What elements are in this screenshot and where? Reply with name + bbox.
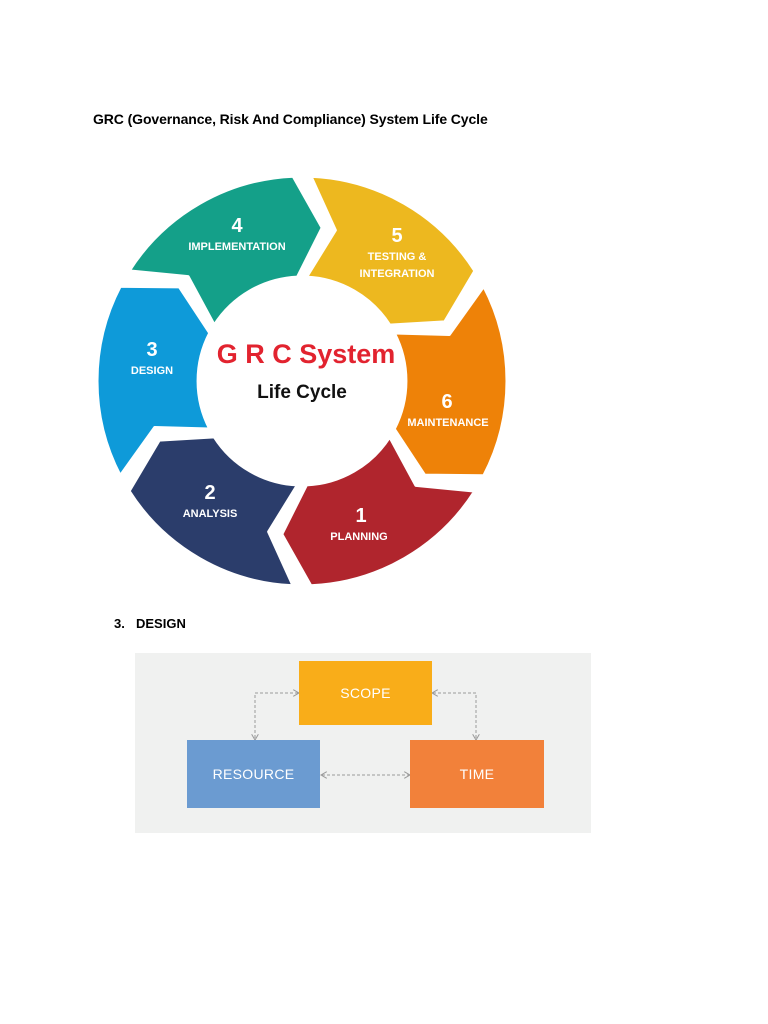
- stage-label-4: IMPLEMENTATION: [188, 241, 285, 253]
- stage-number-2: 2: [204, 482, 215, 504]
- scope-box: SCOPE: [299, 661, 432, 725]
- resource-box: RESOURCE: [187, 740, 320, 808]
- time-label: TIME: [459, 766, 495, 782]
- section-title: DESIGN: [136, 616, 186, 631]
- section-number: 3.: [114, 616, 125, 631]
- stage-number-3: 3: [146, 339, 157, 361]
- stage-number-5: 5: [391, 225, 402, 247]
- stage-number-4: 4: [231, 215, 243, 237]
- stage-label-2: ANALYSIS: [183, 508, 238, 520]
- cycle-center-subtitle: Life Cycle: [257, 382, 347, 403]
- document-title: GRC (Governance, Risk And Compliance) Sy…: [93, 111, 488, 127]
- design-connectors: [135, 653, 591, 833]
- stage-number-6: 6: [441, 391, 452, 413]
- stage-label-3: DESIGN: [131, 365, 173, 377]
- stage-label-5-line-2: INTEGRATION: [360, 268, 435, 280]
- stage-label-5-line-1: TESTING &: [368, 251, 427, 263]
- connector-scope-resource: [255, 693, 298, 739]
- time-box: TIME: [410, 740, 544, 808]
- section-heading: 3. DESIGN: [114, 616, 186, 631]
- stage-number-1: 1: [355, 505, 366, 527]
- resource-label: RESOURCE: [212, 766, 295, 782]
- cycle-center-title: G R C System: [217, 339, 396, 369]
- design-diagram-panel: SCOPE RESOURCE TIME: [135, 653, 591, 833]
- connector-scope-time: [433, 693, 476, 739]
- stage-label-1: PLANNING: [330, 531, 387, 543]
- stage-label-6: MAINTENANCE: [407, 417, 488, 429]
- scope-label: SCOPE: [340, 685, 391, 701]
- cycle-center-circle: [198, 277, 406, 485]
